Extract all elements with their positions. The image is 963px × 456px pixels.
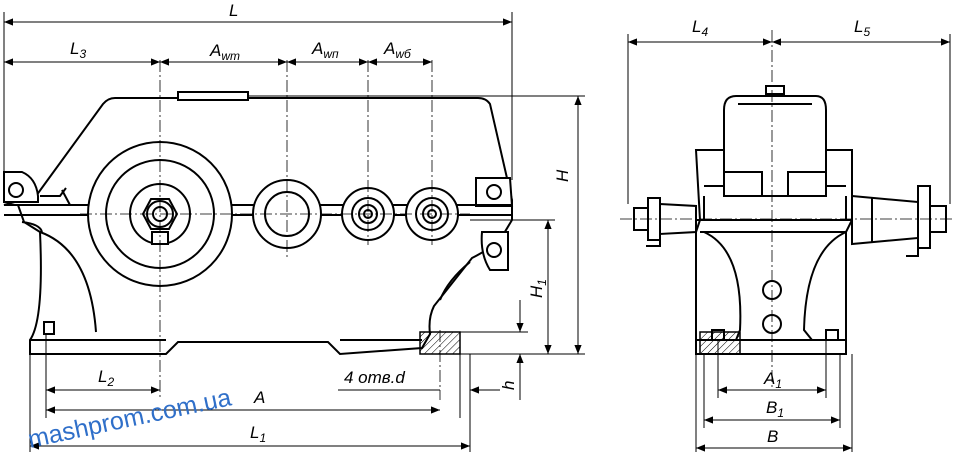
label-L4: L4 [692, 17, 708, 39]
side-dimensions [627, 34, 951, 452]
right-lug-top [474, 177, 514, 207]
lug-hole-left [8, 182, 24, 198]
label-H1: H1 [527, 279, 549, 298]
label-B1: B1 [766, 398, 784, 420]
label-Awt: Awт [209, 41, 240, 63]
label-B: B [767, 427, 778, 446]
side-foot-hatch [699, 331, 741, 355]
inspection-cover [177, 91, 249, 101]
right-shaft-end [851, 194, 919, 246]
dimension-labels: L L3 Awт Awп Awб H H1 h L2 4 отв.d A L1 … [70, 1, 870, 446]
right-lug-bottom [480, 231, 509, 271]
label-A1: A1 [763, 369, 782, 391]
left-lug [3, 171, 39, 203]
label-L3: L3 [70, 39, 86, 61]
lug-hole-right-bottom [486, 242, 502, 258]
label-H: H [553, 169, 572, 182]
lug-hole-right-top [486, 184, 502, 200]
label-L5: L5 [854, 17, 870, 39]
label-Awb: Awб [383, 39, 412, 61]
watermark: mashprom.com.ua [25, 383, 233, 453]
label-L2: L2 [98, 367, 114, 389]
label-L1: L1 [250, 423, 266, 445]
label-Awp: Awп [311, 39, 339, 61]
label-L: L [229, 1, 238, 20]
front-dimensions [3, 12, 585, 452]
side-view [620, 30, 955, 390]
label-holes: 4 отв.d [344, 368, 405, 387]
top-cap [765, 85, 785, 95]
upper-housing [723, 95, 827, 197]
label-h: h [499, 381, 518, 390]
front-view [3, 60, 514, 400]
label-A: A [253, 388, 265, 407]
